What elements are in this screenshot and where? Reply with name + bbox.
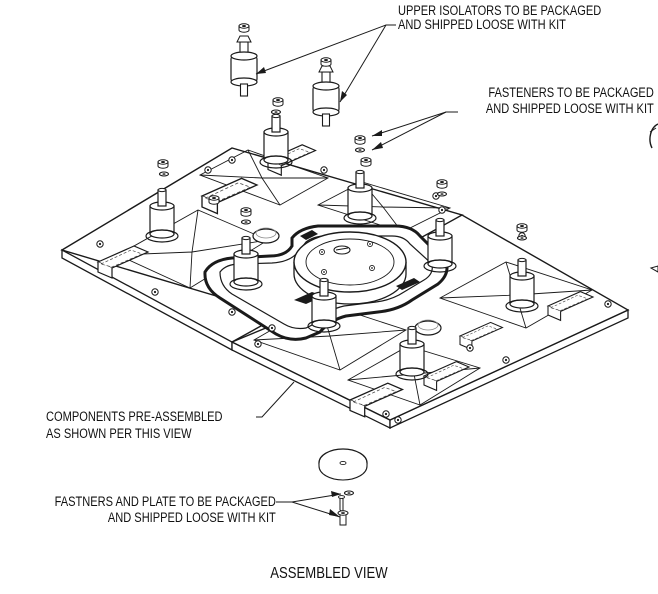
leader-arrowheads <box>256 67 383 517</box>
callout-fastners-plate-line2: AND SHIPPED LOOSE WITH KIT <box>108 510 276 525</box>
loose-isolator-1 <box>230 23 258 97</box>
leader-fastners-plate-1 <box>276 493 342 503</box>
view-title: ASSEMBLED VIEW <box>270 565 388 582</box>
callout-upper-isolators-line1: UPPER ISOLATORS TO BE PACKAGED <box>398 3 602 18</box>
leader-upper-isolators-2 <box>339 24 387 103</box>
callout-fastners-plate-line1: FASTNERS AND PLATE TO BE PACKAGED <box>54 494 276 509</box>
loose-disc-plate <box>318 448 368 481</box>
callout-components-line2: AS SHOWN PER THIS VIEW <box>46 426 192 441</box>
leader-fasteners-1 <box>371 111 458 137</box>
loose-isolator-2 <box>312 57 340 127</box>
callout-upper-isolators-line2: AND SHIPPED LOOSE WITH KIT <box>398 17 566 32</box>
leader-lines <box>255 24 458 518</box>
loose-upper-isolators <box>230 23 340 127</box>
callout-fasteners-line1: FASTENERS TO BE PACKAGED <box>488 85 654 100</box>
loose-plate-fasteners <box>337 490 355 526</box>
callout-components-line1: COMPONENTS PRE-ASSEMBLED <box>46 409 223 424</box>
leader-fasteners-2 <box>371 111 447 151</box>
leader-components <box>256 381 295 418</box>
callout-fasteners-line2: AND SHIPPED LOOSE WITH KIT <box>486 101 654 116</box>
